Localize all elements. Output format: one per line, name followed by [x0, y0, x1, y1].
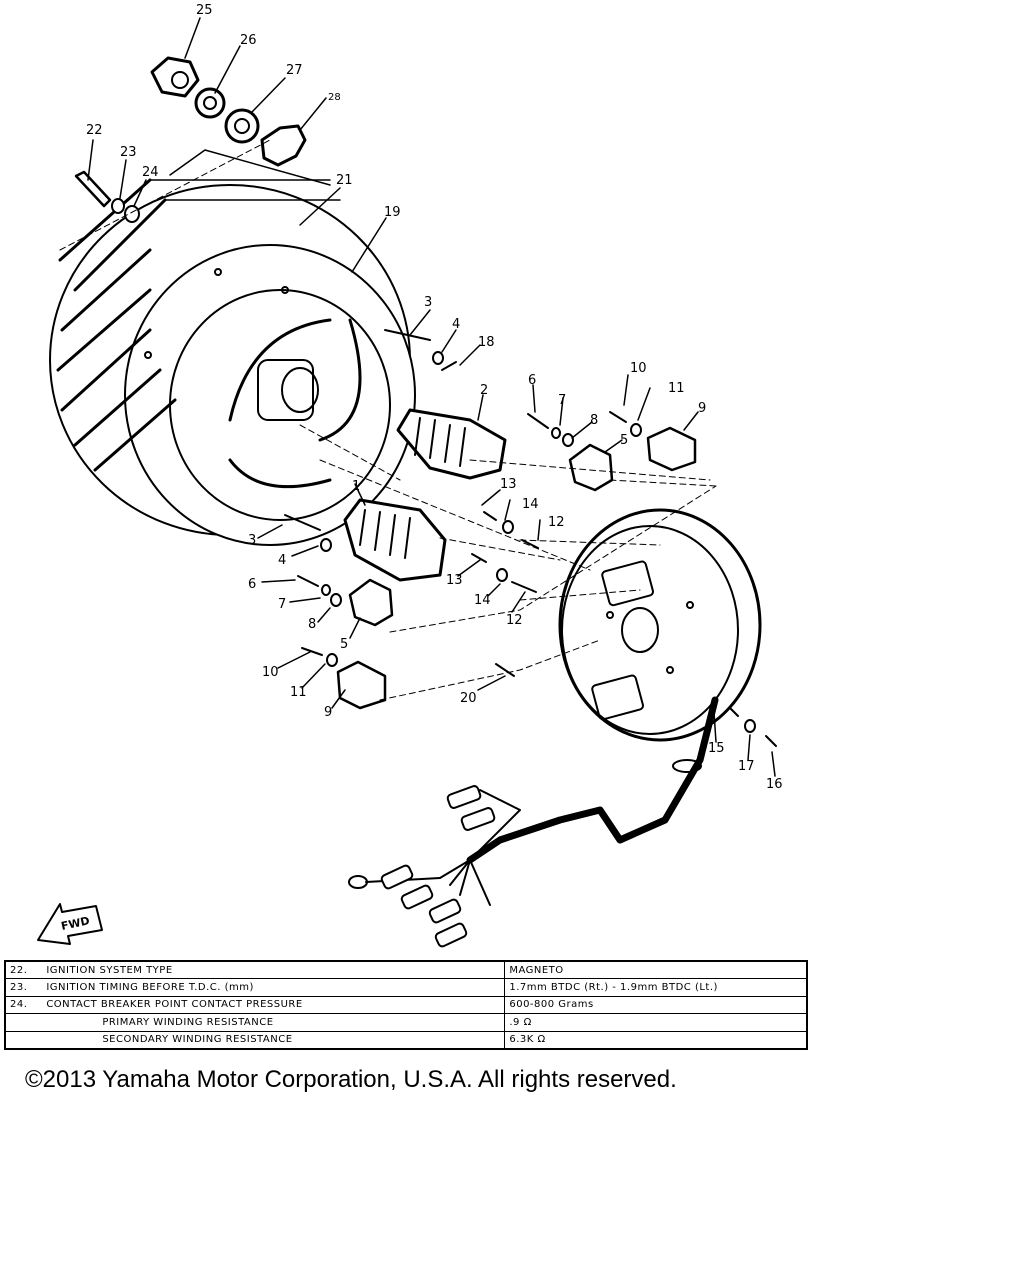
callout-12-upper: 12: [548, 515, 565, 530]
callout-5-lower: 5: [340, 637, 348, 652]
callout-9-upper: 9: [698, 401, 706, 416]
callout-18: 18: [478, 335, 495, 350]
table-row: SECONDARY WINDING RESISTANCE 6.3K Ω: [4, 1030, 808, 1050]
fwd-direction-arrow: [37, 903, 103, 945]
callout-22: 22: [86, 123, 103, 138]
row-label: CONTACT BREAKER POINT CONTACT PRESSURE: [42, 995, 506, 1015]
row-label: IGNITION TIMING BEFORE T.D.C. (mm): [42, 978, 506, 997]
flywheel-nut-stack: [150, 56, 307, 167]
table-row: 23. IGNITION TIMING BEFORE T.D.C. (mm) 1…: [4, 978, 808, 997]
small-hardware: [284, 329, 777, 747]
callout-28: 28: [328, 92, 341, 103]
callout-13-upper: 13: [500, 477, 517, 492]
stator-base-plate: [558, 508, 762, 742]
callout-6-lower: 6: [248, 577, 256, 592]
condenser-upper: [646, 426, 697, 472]
ignition-coil-upper: [396, 408, 507, 480]
callout-15: 15: [708, 741, 725, 756]
row-label: SECONDARY WINDING RESISTANCE: [42, 1030, 506, 1050]
row-value: 1.7mm BTDC (Rt.) - 1.9mm BTDC (Lt.): [504, 978, 808, 997]
callout-11-lower: 11: [290, 685, 307, 700]
magneto-exploded-diagram: 25 26 27 28 22 23 24 21 19 3 4 18 2 6 7 …: [37, 3, 783, 948]
callout-25: 25: [196, 3, 213, 18]
fwd-label: FWD: [60, 914, 91, 933]
wiring-harness: [348, 696, 719, 948]
table-row: 22. IGNITION SYSTEM TYPE MAGNETO: [4, 960, 808, 980]
callout-24: 24: [142, 165, 159, 180]
callout-labels: 25 26 27 28 22 23 24 21 19 3 4 18 2 6 7 …: [60, 3, 783, 933]
callout-14-lower: 14: [474, 593, 491, 608]
row-value: 600-800 Grams: [504, 995, 808, 1015]
callout-12-lower: 12: [506, 613, 523, 628]
callout-leader-lines: [87, 17, 776, 777]
ignition-coil-lower: [343, 498, 447, 582]
ignition-spec-table: 22. IGNITION SYSTEM TYPE MAGNETO 23. IGN…: [4, 960, 808, 1050]
callout-13-lower: 13: [446, 573, 463, 588]
callout-9-lower: 9: [324, 705, 332, 720]
row-value: MAGNETO: [504, 960, 808, 980]
callout-19: 19: [384, 205, 401, 220]
table-row: 24. CONTACT BREAKER POINT CONTACT PRESSU…: [4, 995, 808, 1015]
callout-20: 20: [460, 691, 477, 706]
callout-5-upper: 5: [620, 433, 628, 448]
callout-17: 17: [738, 759, 755, 774]
callout-2: 2: [480, 383, 488, 398]
callout-11-upper: 11: [668, 381, 685, 396]
callout-10-upper: 10: [630, 361, 647, 376]
callout-6-upper: 6: [528, 373, 536, 388]
row-value: 6.3K Ω: [504, 1030, 808, 1050]
callout-7-upper: 7: [558, 393, 566, 408]
callout-16: 16: [766, 777, 783, 792]
row-number: [4, 1013, 43, 1032]
callout-1: 1: [352, 479, 360, 494]
row-label: PRIMARY WINDING RESISTANCE: [42, 1013, 506, 1032]
callout-4-lower: 4: [278, 553, 286, 568]
callout-8-upper: 8: [590, 413, 598, 428]
rotor-bolt-stack: [74, 170, 140, 223]
callout-21: 21: [336, 173, 353, 188]
table-row: PRIMARY WINDING RESISTANCE .9 Ω: [4, 1013, 808, 1032]
callout-10-lower: 10: [262, 665, 279, 680]
callout-27: 27: [286, 63, 303, 78]
row-number: 24.: [4, 995, 43, 1015]
callout-7-lower: 7: [278, 597, 286, 612]
callout-3-upper: 3: [424, 295, 432, 310]
assembly-guide-lines: [59, 139, 717, 701]
callout-14-upper: 14: [522, 497, 539, 512]
callout-23: 23: [120, 145, 137, 160]
row-value: .9 Ω: [504, 1013, 808, 1032]
callout-4-upper: 4: [452, 317, 460, 332]
row-number: 23.: [4, 978, 43, 997]
flywheel-rotor: [49, 149, 416, 546]
callout-3-lower: 3: [248, 533, 256, 548]
row-number: [4, 1030, 43, 1050]
row-label: IGNITION SYSTEM TYPE: [42, 960, 506, 980]
contact-breaker-lower: [348, 578, 394, 627]
callout-8-lower: 8: [308, 617, 316, 632]
condenser-lower: [336, 660, 387, 710]
callout-26: 26: [240, 33, 257, 48]
copyright-notice: ©2013 Yamaha Motor Corporation, U.S.A. A…: [25, 1066, 677, 1093]
row-number: 22.: [4, 960, 43, 980]
